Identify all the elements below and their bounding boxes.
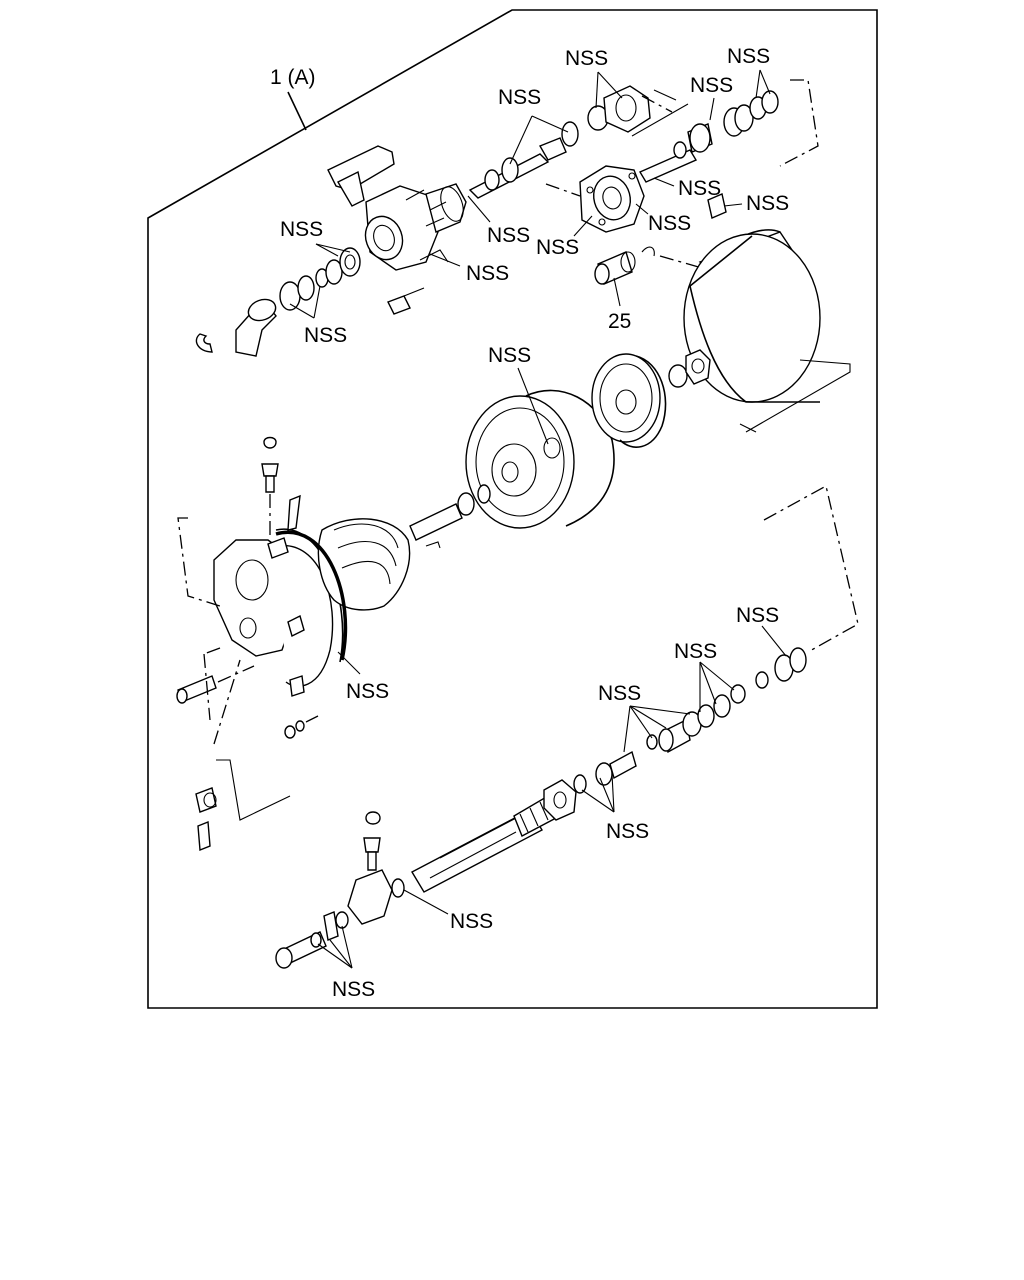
elbow-fitting bbox=[195, 298, 277, 357]
part-number-25: 25 bbox=[608, 310, 631, 333]
nss-callout: NSS bbox=[598, 682, 641, 705]
tee-fitting bbox=[275, 811, 405, 969]
nss-callout: NSS bbox=[648, 212, 691, 235]
nss-callout: NSS bbox=[690, 74, 733, 97]
nss-callout: NSS bbox=[498, 86, 541, 109]
nss-callout: NSS bbox=[746, 192, 789, 215]
nss-callout: NSS bbox=[280, 218, 323, 241]
bellows bbox=[317, 484, 491, 611]
pulley-large bbox=[465, 389, 615, 529]
fittings-left-column bbox=[176, 436, 319, 852]
nss-callout: NSS bbox=[736, 604, 779, 627]
nss-callout: NSS bbox=[346, 680, 389, 703]
diagram-frame bbox=[147, 9, 878, 1009]
nss-callout: NSS bbox=[606, 820, 649, 843]
nss-callout: NSS bbox=[304, 324, 347, 347]
callout-labels: NSS NSS NSS NSS NSS NSS NSS NSS NSS NSS … bbox=[280, 45, 789, 1001]
nss-callout: NSS bbox=[450, 910, 493, 933]
housing-group bbox=[327, 145, 467, 315]
nss-callout: NSS bbox=[678, 177, 721, 200]
seal-stack-right-top bbox=[673, 79, 819, 167]
drum-cylinder bbox=[683, 229, 851, 433]
front-housing bbox=[177, 517, 344, 697]
nut-washer bbox=[668, 349, 711, 388]
long-shaft-assembly bbox=[411, 485, 859, 893]
leader-lines bbox=[289, 69, 787, 969]
assembly-leader bbox=[287, 91, 307, 131]
nss-callout: NSS bbox=[674, 640, 717, 663]
seal-stack-left bbox=[279, 247, 361, 311]
bushing-part-25 bbox=[594, 246, 703, 285]
nss-callout: NSS bbox=[487, 224, 530, 247]
nss-callout: NSS bbox=[536, 236, 579, 259]
nss-callout: NSS bbox=[332, 978, 375, 1001]
nss-callout: NSS bbox=[727, 45, 770, 68]
nss-callout: NSS bbox=[565, 47, 608, 70]
pulley-small bbox=[591, 353, 667, 448]
nss-callout: NSS bbox=[488, 344, 531, 367]
nss-callout: NSS bbox=[466, 262, 509, 285]
assembly-label: 1 (A) bbox=[270, 66, 316, 89]
shaft-group-top bbox=[468, 85, 689, 199]
o-ring-seal bbox=[275, 530, 348, 661]
